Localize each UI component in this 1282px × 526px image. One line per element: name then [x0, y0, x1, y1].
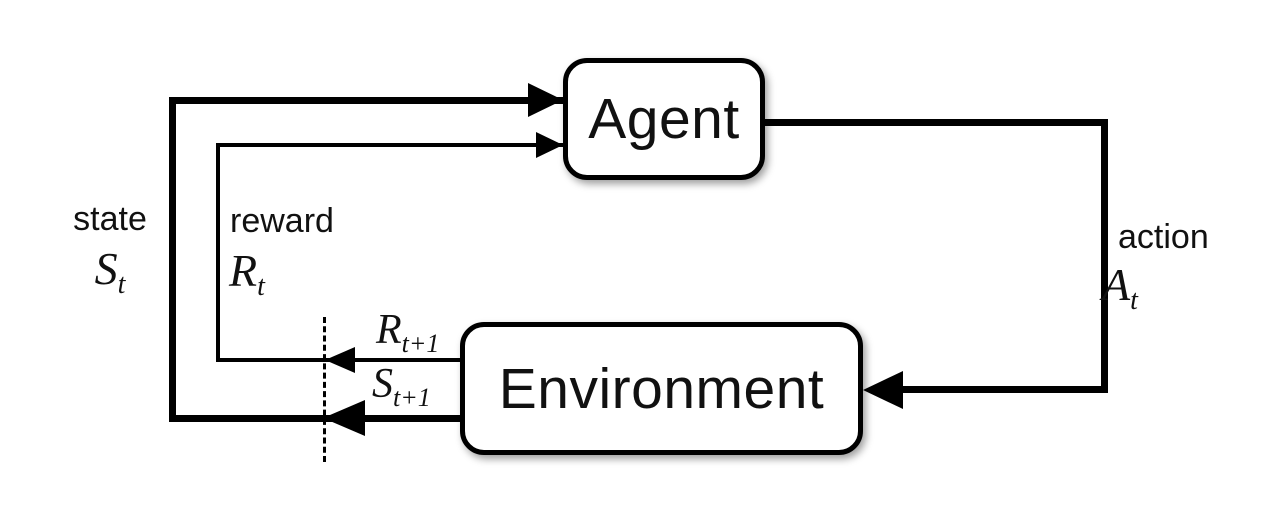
agent-box: Agent — [563, 58, 765, 180]
reward-line-vertical — [216, 143, 220, 362]
state-word-label: state — [73, 200, 147, 238]
state-symbol-label: St — [94, 243, 126, 300]
state-to-agent-arrowhead — [528, 83, 563, 117]
state-line-bottom-horizontal — [169, 415, 460, 422]
next-reward-arrowhead — [325, 347, 355, 373]
action-word-label: action — [1118, 218, 1209, 256]
agent-label: Agent — [588, 87, 740, 151]
reward-to-agent-arrowhead — [536, 132, 563, 158]
state-line-vertical — [169, 97, 176, 422]
reward-word-label: reward — [230, 202, 334, 240]
action-symbol-label: At — [1102, 259, 1138, 316]
reward-symbol-label: Rt — [229, 245, 265, 302]
next-reward-symbol-label: Rt+1 — [376, 307, 440, 358]
action-line-top-horizontal — [765, 119, 1108, 126]
next-state-symbol-label: St+1 — [372, 361, 431, 412]
environment-box: Environment — [460, 322, 863, 455]
state-line-top-horizontal — [169, 97, 563, 104]
action-to-environment-arrowhead — [863, 371, 903, 409]
next-state-arrowhead — [323, 400, 365, 436]
environment-label: Environment — [498, 356, 825, 421]
action-line-bottom-horizontal — [903, 386, 1108, 393]
time-step-boundary-dashed-line — [323, 317, 326, 462]
reward-line-top-horizontal — [216, 143, 563, 147]
action-line-vertical — [1101, 119, 1108, 393]
